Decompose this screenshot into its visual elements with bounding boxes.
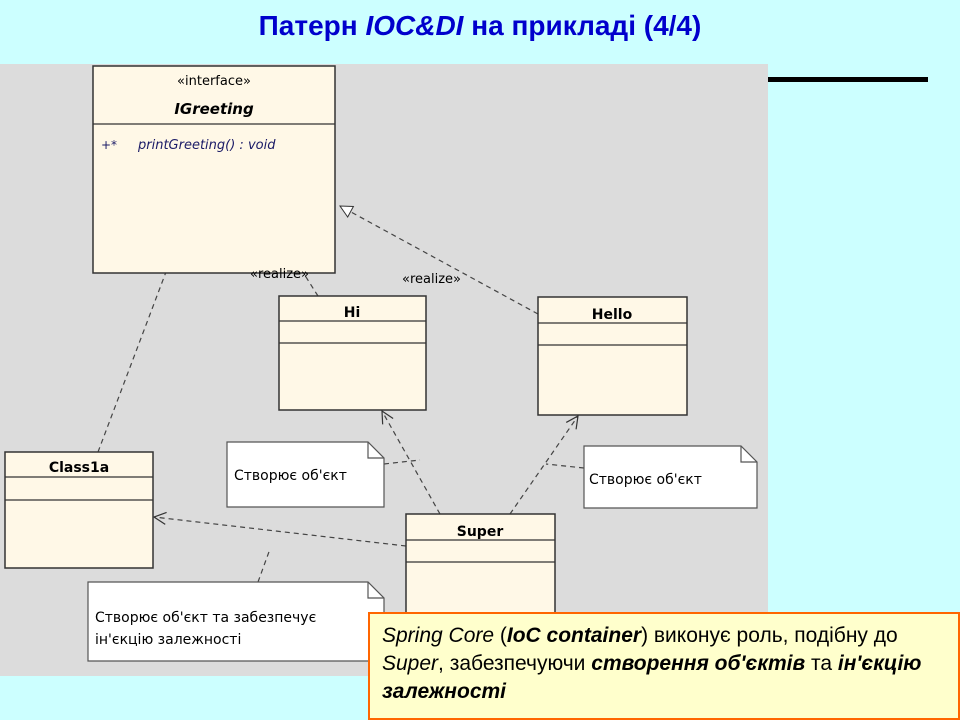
super-name: Super [457,524,504,540]
class-class1a: Class1a [4,451,154,569]
title-suffix: на прикладі (4/4) [463,10,702,41]
callout-text-1: ( [494,624,507,647]
class-hello: Hello [537,296,688,416]
callout-super: Super [382,652,439,675]
callout-text-4: та [805,652,838,675]
note-class1a-anchor [257,548,271,583]
note-hi: Створює об'єкт [226,441,385,508]
note-hi-text: Створює об'єкт [234,468,347,484]
igreeting-op-signature: printGreeting() : void [137,138,276,153]
title-underline [768,77,928,82]
note-hello-text: Створює об'єкт [589,472,702,488]
realize-label-left: «realize» [250,267,309,282]
note-hello-anchor [545,463,585,469]
callout-text-2: ) виконує роль, подібну до [641,624,898,647]
callout-text-3: , забезпечуючи [438,652,592,675]
callout-spring-core: Spring Core [382,624,495,647]
class-hi: Hi [278,295,427,411]
class-igreeting: «interface» IGreeting +* printGreeting()… [92,65,336,274]
spring-callout: Spring Core (IoC container) виконує роль… [368,612,960,720]
super-hi-line [381,409,441,515]
callout-object-creation: створення об'єктів [591,652,806,675]
callout-dependency-injection: ін'єкцію залежності [382,652,922,703]
callout-ioc-container: IoC container [506,624,642,647]
uml-canvas: «interface» IGreeting +* printGreeting()… [4,65,758,677]
igreeting-op-visibility: +* [101,138,117,152]
class1a-name: Class1a [49,460,109,476]
note-class1a: Створює об'єкт та забезпечує ін'єкцію за… [87,581,385,662]
super-class1a-line [152,511,407,547]
realize-hello-line [339,205,539,315]
note-class1a-line2: ін'єкцію залежності [95,632,241,648]
igreeting-stereotype: «interface» [177,74,251,89]
igreeting-name: IGreeting [174,100,254,118]
note-hi-anchor [383,459,421,465]
super-hello-line [509,414,579,515]
title-prefix: Патерн [258,10,366,41]
title-emph: IOC&DI [365,10,464,41]
hello-name: Hello [592,307,633,323]
page-title: Патерн IOC&DI на прикладі (4/4) [0,10,960,42]
realize-label-right: «realize» [402,272,461,287]
note-class1a-line1: Створює об'єкт та забезпечує [95,610,316,626]
hi-name: Hi [344,305,361,321]
note-hello: Створює об'єкт [583,445,758,509]
uml-diagram: «interface» IGreeting +* printGreeting()… [0,64,768,677]
